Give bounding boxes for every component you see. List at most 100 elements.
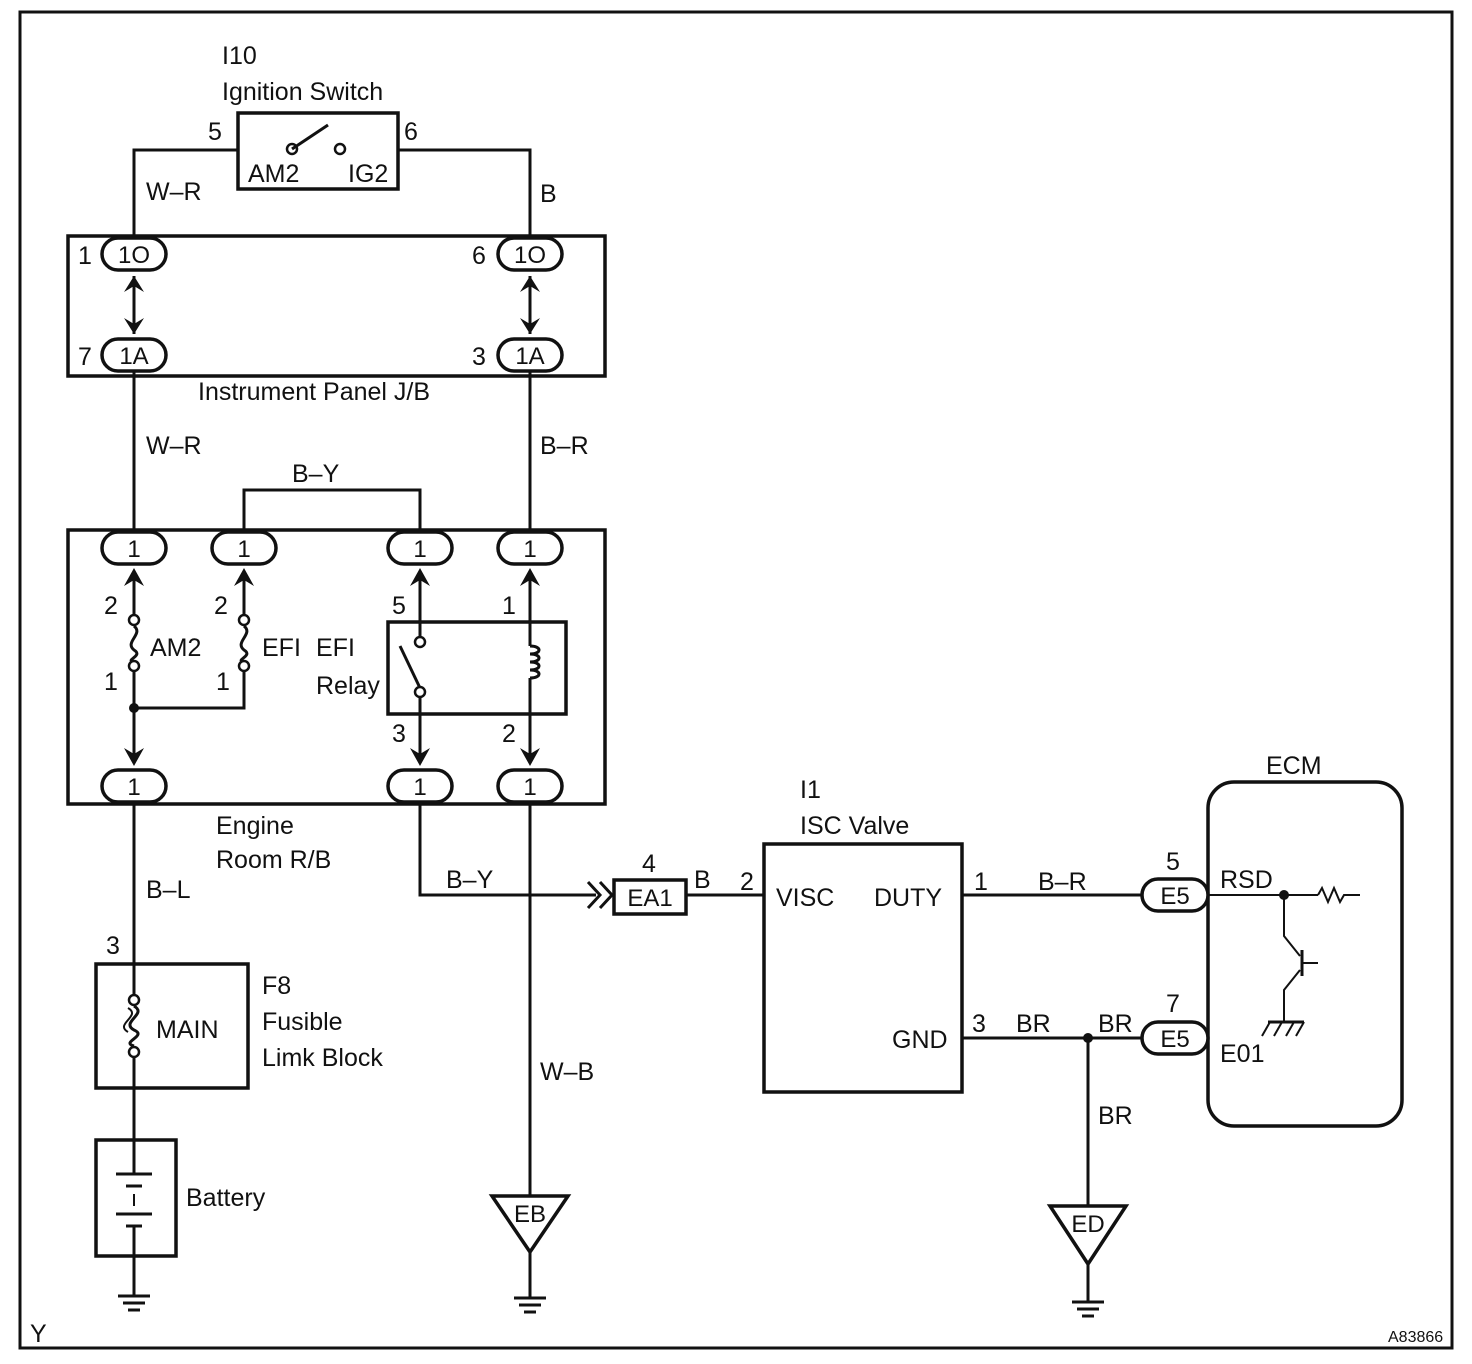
ecm-connector-e5-rsd-label: E5 — [1160, 883, 1189, 910]
efi-relay-box — [386, 620, 568, 716]
ignition-switch-name: Ignition Switch — [222, 78, 383, 106]
am2-fuse-top-node — [127, 613, 141, 627]
am2-fuse-element — [129, 624, 139, 664]
fusible-link-block: MAIN — [94, 962, 250, 1090]
main-fuse-element-2 — [123, 1007, 133, 1033]
ground-ed: ED — [1046, 1204, 1130, 1318]
efi-wire-bottom — [134, 671, 246, 710]
corner-label-left: Y — [30, 1320, 47, 1348]
ea1-chevron-2 — [598, 880, 615, 910]
errb-top-conn-4 — [496, 530, 564, 566]
main-fuse-element — [128, 1004, 140, 1048]
ignition-switch: I10 Ignition Switch 5 6 AM2 IG2 — [208, 42, 418, 191]
ea1-label: EA1 — [627, 885, 672, 912]
ignition-term-am2: AM2 — [248, 160, 299, 188]
fusible-pin-3: 3 — [106, 932, 120, 960]
wire-label-mid-right: B–R — [540, 432, 589, 460]
ecm-resistor — [1317, 885, 1360, 905]
wire-by-bridge — [242, 488, 422, 532]
errb-top-conn-1 — [100, 530, 168, 566]
ipjb-connector-1o-left — [100, 236, 168, 272]
corner-label-right: A83866 — [1388, 1329, 1443, 1346]
ecm-chassis-hatch-4 — [1295, 1021, 1305, 1037]
ipjb-connector-1o-right-label: 1O — [514, 242, 546, 269]
efi-fuse-label: EFI — [262, 634, 301, 662]
errb-arrow-down-1 — [124, 748, 144, 766]
battery — [94, 1138, 178, 1258]
ea1-connector — [612, 878, 688, 916]
efi-fuse-top-node — [237, 613, 251, 627]
ecm-chassis-hatch-1 — [1261, 1021, 1271, 1037]
ignition-pin-left: 5 — [208, 118, 222, 146]
fusible-name-2: Limk Block — [262, 1044, 383, 1072]
ground-eb-label: EB — [514, 1201, 546, 1228]
isc-name: ISC Valve — [800, 812, 909, 840]
ecm-pin-7: 7 — [1166, 990, 1180, 1018]
ipjb-box — [66, 234, 607, 378]
isc-gnd: GND — [892, 1026, 948, 1054]
ecm-pin-5: 5 — [1166, 848, 1180, 876]
fusible-box — [94, 962, 250, 1090]
ecm-name: ECM — [1266, 752, 1322, 780]
wire-label-bl: B–L — [146, 876, 191, 904]
ipjb-pin-3: 3 — [472, 343, 486, 371]
isc-valve: I1 ISC Valve VISC DUTY GND 2 1 3 — [740, 776, 988, 1094]
ipjb-connector-1o-left-label: 1O — [118, 242, 150, 269]
ecm-rsd: RSD — [1220, 866, 1273, 894]
errb-top-conn-2-label: 1 — [237, 536, 250, 563]
switch-contact-ig2 — [333, 142, 347, 156]
ground-eb-triangle — [488, 1194, 572, 1256]
efi-fuse-element — [239, 624, 249, 664]
ecm-e01: E01 — [1220, 1040, 1264, 1068]
errb-name-line2: Room R/B — [216, 846, 331, 874]
isc-pin-gnd: 3 — [972, 1010, 986, 1038]
wire-label-mid-left: W–R — [146, 432, 202, 460]
switch-blade — [291, 123, 329, 151]
errb-top-conn-2 — [210, 530, 278, 566]
ground-ed-triangle — [1046, 1204, 1130, 1268]
isc-visc: VISC — [776, 884, 834, 912]
diagram-frame — [18, 10, 1454, 1350]
ipjb-pin-1: 1 — [78, 242, 92, 270]
isc-pin-visc: 2 — [740, 868, 754, 896]
fusible-name-1: Fusible — [262, 1008, 343, 1036]
main-fuse-top-node — [127, 993, 141, 1007]
errb-bottom-conn-3-label: 1 — [523, 774, 536, 801]
ipjb-pin-6: 6 — [472, 242, 486, 270]
ipjb-name: Instrument Panel J/B — [198, 378, 430, 406]
wire-label-wb: W–B — [540, 1058, 594, 1086]
ground-eb: EB — [488, 1194, 572, 1314]
errb-arrow-down-2 — [410, 748, 430, 766]
wire-label-bridge: B–Y — [292, 460, 340, 488]
am2-pin-bottom: 1 — [104, 668, 118, 696]
fusible-id: F8 — [262, 972, 291, 1000]
efi-relay-label-2: Relay — [316, 672, 380, 700]
wire-label-duty: B–R — [1038, 868, 1087, 896]
ecm-chassis-hatch-3 — [1285, 1021, 1295, 1037]
ignition-term-ig2: IG2 — [348, 160, 388, 188]
battery-ground-symbol — [118, 1256, 150, 1312]
am2-fuse-bottom-node — [127, 659, 141, 673]
am2-fuse-label: AM2 — [150, 634, 201, 662]
errb-arrow-up-2 — [234, 568, 254, 586]
efi-pin-top: 2 — [214, 592, 228, 620]
relay-contact-bottom — [413, 685, 427, 699]
errb-arrow-up-1 — [124, 568, 144, 586]
battery-box — [94, 1138, 178, 1258]
ipjb-connector-1o-right — [496, 236, 564, 272]
errb-top-conn-4-label: 1 — [523, 536, 536, 563]
engine-room-rb: 1 1 1 1 2 1 AM2 2 1 EFI EFI Relay — [66, 528, 607, 874]
wire-label-isc-feed: B–Y — [446, 866, 494, 894]
ground-ed-label: ED — [1071, 1211, 1104, 1238]
wire-label-gnd2: BR — [1098, 1010, 1133, 1038]
ipjb-arrow-left-up — [124, 276, 144, 292]
ipjb-pin-7: 7 — [78, 343, 92, 371]
ignition-pin-right: 6 — [404, 118, 418, 146]
isc-box — [762, 842, 964, 1094]
errb-box — [66, 528, 607, 806]
main-fuse-label: MAIN — [156, 1016, 219, 1044]
errb-top-conn-3-label: 1 — [413, 536, 426, 563]
ecm-connector-e5-e01 — [1140, 1020, 1210, 1056]
relay-pin-2: 2 — [502, 720, 516, 748]
